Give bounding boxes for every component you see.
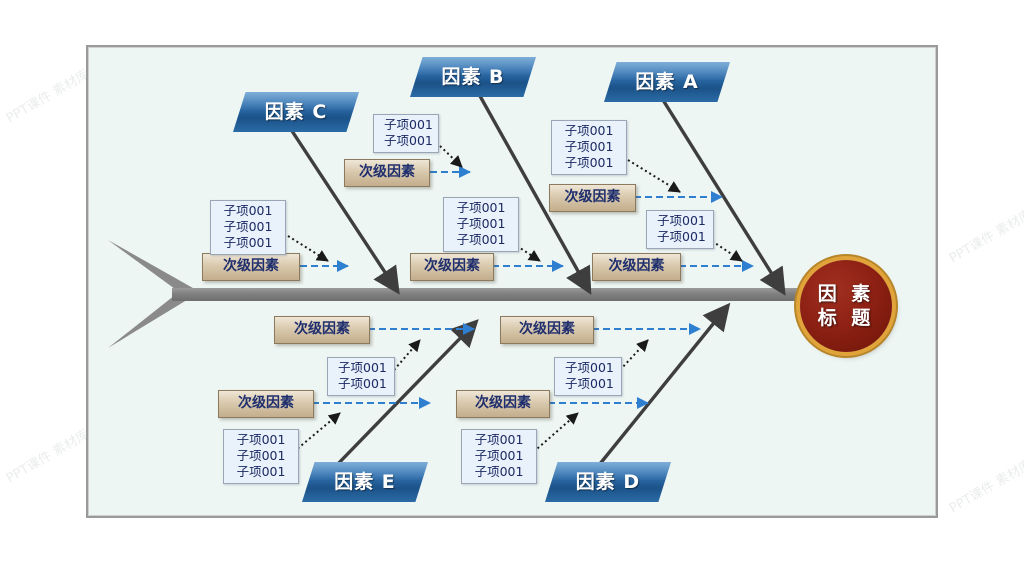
secondary-factor-b-lower[interactable]: 次级因素 xyxy=(410,253,494,281)
factor-label-d: 因素 D xyxy=(575,471,641,493)
secondary-factor-e-lower[interactable]: 次级因素 xyxy=(218,390,314,418)
sub-items-a-lower[interactable]: 子项001 子项001 xyxy=(646,210,714,249)
sub-items-d-lower[interactable]: 子项001 子项001 子项001 xyxy=(461,429,537,484)
sub-item-line: 子项001 xyxy=(236,448,286,463)
sub-item-line: 子项001 xyxy=(456,232,506,247)
sub-item-line: 子项001 xyxy=(657,213,706,228)
factor-label-e: 因素 E xyxy=(334,471,396,493)
factor-banner-c[interactable]: 因素 C xyxy=(233,92,359,132)
secondary-factor-d-upper[interactable]: 次级因素 xyxy=(500,316,594,344)
sub-item-line: 子项001 xyxy=(338,360,387,375)
sub-items-c-upper[interactable]: 子项001 子项001 xyxy=(373,114,439,153)
sub-items-d-upper[interactable]: 子项001 子项001 xyxy=(554,357,622,396)
sub-item-line: 子项001 xyxy=(564,155,614,170)
factor-banner-d[interactable]: 因素 D xyxy=(545,462,671,502)
sub-item-line: 子项001 xyxy=(456,200,506,215)
sub-item-line: 子项001 xyxy=(564,123,614,138)
sub-item-line: 子项001 xyxy=(338,376,387,391)
sub-item-line: 子项001 xyxy=(474,432,524,447)
secondary-factor-e-upper[interactable]: 次级因素 xyxy=(274,316,370,344)
sub-item-line: 子项001 xyxy=(474,464,524,479)
factor-label-c: 因素 C xyxy=(264,101,328,123)
secondary-factor-a-upper[interactable]: 次级因素 xyxy=(549,184,636,212)
sub-item-line: 子项001 xyxy=(223,203,273,218)
sub-item-line: 子项001 xyxy=(565,360,614,375)
secondary-factor-a-lower[interactable]: 次级因素 xyxy=(592,253,681,281)
factor-banner-b[interactable]: 因素 B xyxy=(410,57,536,97)
sub-item-line: 子项001 xyxy=(565,376,614,391)
factor-label-b: 因素 B xyxy=(441,66,505,88)
sub-item-line: 子项001 xyxy=(236,464,286,479)
sub-items-e-upper[interactable]: 子项001 子项001 xyxy=(327,357,395,396)
sub-item-line: 子项001 xyxy=(236,432,286,447)
sub-item-line: 子项001 xyxy=(564,139,614,154)
sub-item-line: 子项001 xyxy=(384,117,433,132)
secondary-factor-d-lower[interactable]: 次级因素 xyxy=(456,390,550,418)
watermark: PPT课件 素材库资源 xyxy=(947,444,1024,517)
factor-banner-e[interactable]: 因素 E xyxy=(302,462,428,502)
sub-item-line: 子项001 xyxy=(456,216,506,231)
factor-banner-a[interactable]: 因素 A xyxy=(604,62,730,102)
sub-item-line: 子项001 xyxy=(223,219,273,234)
sub-item-line: 子项001 xyxy=(223,235,273,250)
sub-item-line: 子项001 xyxy=(657,229,706,244)
sub-item-line: 子项001 xyxy=(384,133,433,148)
secondary-factor-c-upper[interactable]: 次级因素 xyxy=(344,159,430,187)
hub-line-1: 因 素 xyxy=(817,283,875,305)
factor-label-a: 因素 A xyxy=(635,71,699,93)
sub-items-b-lower[interactable]: 子项001 子项001 子项001 xyxy=(443,197,519,252)
secondary-factor-c-lower[interactable]: 次级因素 xyxy=(202,253,300,281)
sub-items-c-lower[interactable]: 子项001 子项001 子项001 xyxy=(210,200,286,255)
fishbone-head-title[interactable]: 因 素 标 题 xyxy=(800,260,892,352)
sub-item-line: 子项001 xyxy=(474,448,524,463)
watermark: PPT课件 素材库资源 xyxy=(947,194,1024,267)
sub-items-a-upper[interactable]: 子项001 子项001 子项001 xyxy=(551,120,627,175)
sub-items-e-lower[interactable]: 子项001 子项001 子项001 xyxy=(223,429,299,484)
hub-line-2: 标 题 xyxy=(817,307,875,329)
